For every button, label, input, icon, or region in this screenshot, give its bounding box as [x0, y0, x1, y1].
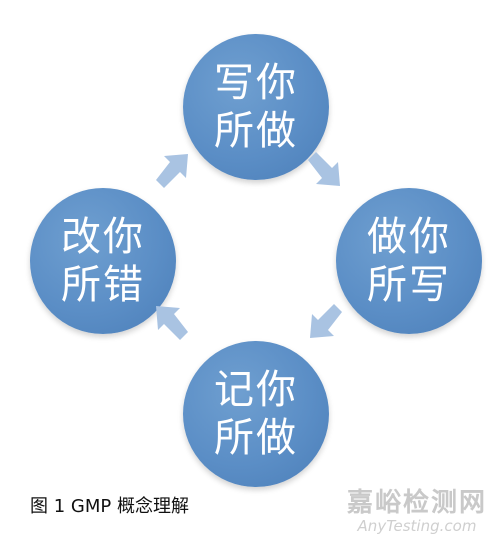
- node-do-what-you-write: 做你 所写: [336, 188, 482, 334]
- node-right-line1: 做你: [367, 214, 451, 260]
- node-write-what-you-do: 写你 所做: [183, 34, 329, 180]
- arrow-up-left-icon: [150, 300, 194, 344]
- arrow-down-right-icon: [302, 148, 346, 192]
- watermark: 嘉峪检测网 AnyTesting.com: [342, 482, 492, 535]
- arrow-down-left-icon: [304, 300, 348, 344]
- node-right-line2: 所写: [367, 262, 451, 308]
- watermark-en: AnyTesting.com: [357, 517, 477, 535]
- node-left-line1: 改你: [61, 214, 145, 260]
- node-bottom-line1: 记你: [214, 367, 298, 413]
- arrow-up-right-icon: [150, 148, 194, 192]
- node-bottom-line2: 所做: [214, 415, 298, 461]
- node-top-line2: 所做: [214, 108, 298, 154]
- node-record-what-you-do: 记你 所做: [183, 341, 329, 487]
- figure-caption: 图 1 GMP 概念理解: [30, 496, 189, 517]
- watermark-cn: 嘉峪检测网: [346, 488, 487, 518]
- node-left-line2: 所错: [61, 262, 145, 308]
- node-correct-your-errors: 改你 所错: [30, 188, 176, 334]
- node-top-line1: 写你: [214, 60, 298, 106]
